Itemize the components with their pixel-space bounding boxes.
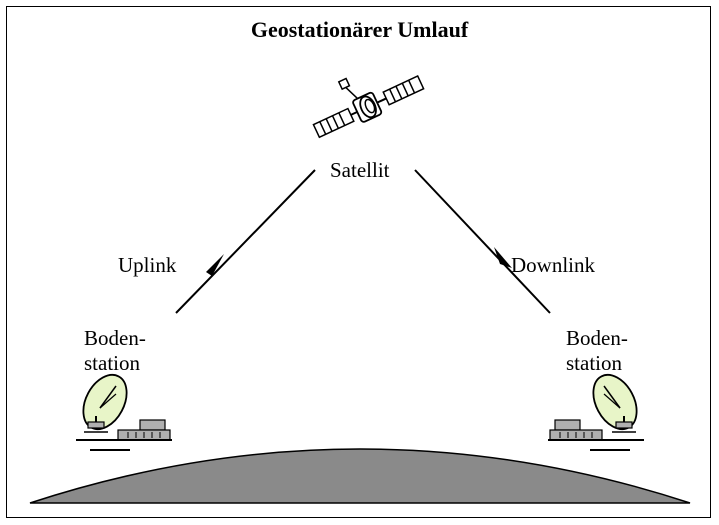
downlink-arrow — [414, 169, 551, 314]
satellite-icon — [312, 75, 425, 139]
uplink-arrow — [175, 169, 316, 314]
diagram-title: Geostationärer Umlauf — [250, 17, 469, 42]
left-station-label-line1: Boden- — [84, 326, 146, 350]
station-building — [76, 419, 172, 451]
satellite-dish-icon — [82, 373, 128, 433]
right-station-label-line1: Boden- — [566, 326, 628, 350]
station-building — [548, 419, 644, 451]
right-ground-station — [548, 373, 644, 451]
earth-surface — [29, 448, 691, 504]
satellite-dish-icon — [592, 373, 638, 433]
satellite-label: Satellit — [330, 158, 390, 182]
left-station-label-line2: station — [84, 351, 140, 375]
uplink-label: Uplink — [118, 253, 177, 277]
right-station-label-line2: station — [566, 351, 622, 375]
left-ground-station — [76, 373, 172, 451]
downlink-label: Downlink — [511, 253, 595, 277]
